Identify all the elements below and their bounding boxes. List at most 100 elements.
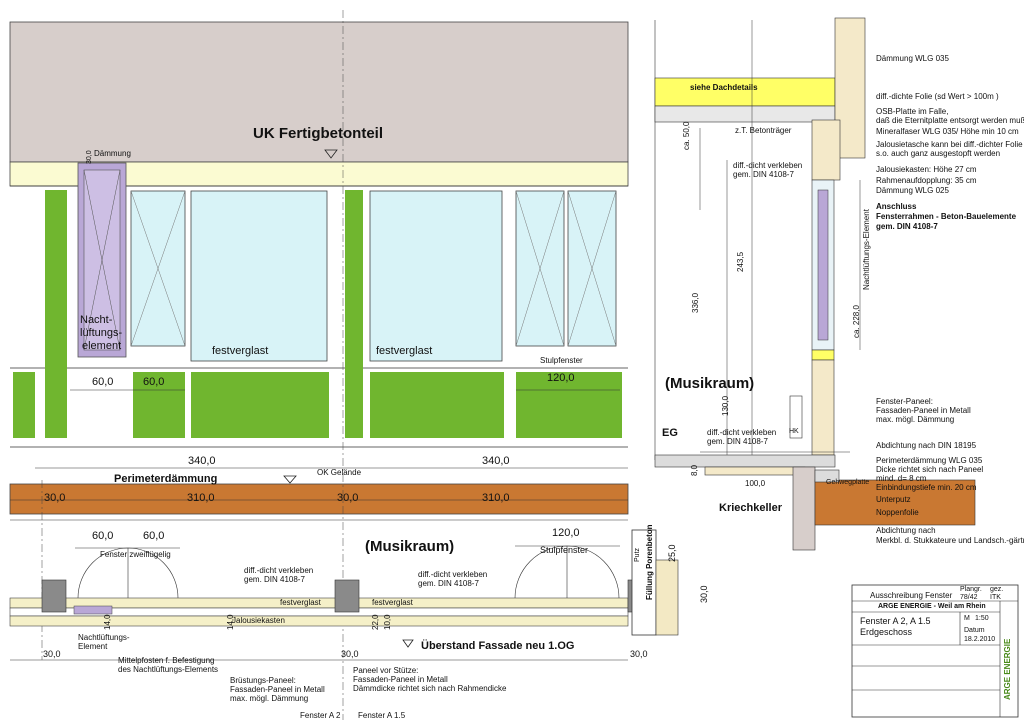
datum-label: Datum [964, 627, 985, 634]
dim-60-b: 60,0 [143, 376, 165, 388]
green-panel [370, 372, 504, 438]
plan-filling [631, 529, 657, 636]
bruestung-3: max. mögl. Dämmung [230, 694, 309, 703]
festverglast-label-2: festverglast [376, 345, 433, 357]
note-low-1: Fenster-Paneel: [876, 397, 933, 406]
plan-dim-120: 120,0 [552, 527, 580, 539]
nachtlueftung-label-2: lüftungs- [80, 327, 123, 339]
plan-dim-10: 10,0 [383, 614, 392, 630]
mittelpfosten-1: Mittelpfosten f. Befestigung [118, 656, 215, 665]
section-room-label: (Musikraum) [665, 375, 755, 392]
note-7: s.o. auch ganz ausgestopft werden [876, 149, 1001, 158]
paneel-stuetze-3: Dämmdicke richtet sich nach Rahmendicke [353, 684, 507, 693]
nachtlueftung-label-1: Nacht- [80, 314, 113, 326]
green-panel [516, 372, 622, 438]
mittelpfosten-2: des Nachtlüftungs-Elements [118, 665, 219, 674]
paneel-stuetze-1: Paneel vor Stütze: [353, 666, 419, 675]
section-dim-336: 336,0 [691, 292, 700, 313]
siehe-dach-label: siehe Dachdetails [690, 83, 758, 92]
section-dim-228: ca. 228,0 [852, 305, 861, 338]
note-low-9: Unterputz [876, 495, 911, 504]
sheet-title-1: Fenster A 2, A 1.5 [860, 616, 931, 626]
dim-30-vert: 30,0 [86, 150, 93, 164]
fenster-zweifluegelig-label: Fenster zweiflügelig [100, 550, 171, 559]
anschluss-1: Anschluss [876, 202, 917, 211]
green-panel [133, 372, 185, 438]
zt-betontraeger-label: z.T. Betonträger [735, 126, 792, 135]
kriechkeller-label: Kriechkeller [719, 502, 782, 514]
green-column [45, 190, 67, 438]
jalousiekasten-label: Jalousiekasten [232, 616, 285, 625]
section-dim-130: 130,0 [721, 395, 730, 416]
gehwegplatte-label: Gehwegplatte [826, 479, 870, 486]
elevation-view [9, 10, 629, 720]
dim-30-b: 30,0 [337, 492, 359, 504]
plan-wall-hatch [655, 559, 679, 636]
note-low-10: Noppenfolie [876, 508, 919, 517]
dim-340-b: 340,0 [482, 455, 510, 467]
plan-column [41, 579, 67, 613]
plan-dim-30-left: 30,0 [43, 649, 61, 659]
plan-dim-60-b: 60,0 [143, 530, 165, 542]
section-diff-b2: gem. DIN 4108-7 [707, 437, 768, 446]
window-pane-fixed-2 [369, 190, 503, 362]
roof-slab [654, 77, 836, 107]
panel-section [811, 359, 835, 456]
gez-value: ITK [990, 594, 1001, 601]
plan-diff-2b: gem. DIN 4108-7 [418, 579, 479, 588]
title-block [851, 584, 1019, 718]
paneel-stuetze-2: Fassaden-Paneel in Metall [353, 675, 448, 684]
section-dim-243: 243,5 [736, 251, 745, 272]
note-low-8: Einbindungstiefe min. 20 cm [876, 483, 977, 492]
note-6: Jalousietasche kann bei diff.-dichter Fo… [876, 140, 1023, 149]
ueberstand-label: Überstand Fassade neu 1.OG [421, 640, 575, 652]
nachtlueftung-section [817, 189, 829, 341]
nachtlueftung-plan-element [73, 605, 113, 615]
dim-120: 120,0 [547, 372, 575, 384]
massstab-value: 1:50 [975, 615, 989, 622]
note-1: Dämmung WLG 035 [876, 54, 949, 63]
section-dim-100: 100,0 [745, 479, 766, 488]
nachtl-elem-2: Element [78, 642, 108, 651]
level-marker [324, 149, 338, 159]
bruestung-2: Fassaden-Paneel in Metall [230, 685, 325, 694]
dim-60-a: 60,0 [92, 376, 114, 388]
section-diff-a1: diff.-dicht verkleben [733, 161, 803, 170]
plan-dim-14: 14,0 [103, 614, 112, 630]
hk-label: HK [789, 428, 799, 435]
daemmung-label: Dämmung [94, 149, 131, 158]
plan-dim-30-mid: 30,0 [341, 649, 359, 659]
perimeter-insulation-section [814, 479, 976, 526]
foundation-wall [792, 466, 816, 551]
note-5: Mineralfaser WLG 035/ Höhe min 10 cm [876, 127, 1019, 136]
plan-view [9, 519, 679, 661]
nachtl-elem-1: Nachtlüftungs- [78, 633, 130, 642]
bruestung-1: Brüstungs-Paneel: [230, 676, 296, 685]
note-low-7: mind. d= 8 cm [876, 474, 927, 483]
floor-slab [654, 454, 836, 468]
note-low-11: Abdichtung nach [876, 526, 936, 535]
nachtlueftung-label-3: element [82, 340, 122, 352]
note-8: Jalousiekasten: Höhe 27 cm [876, 165, 977, 174]
plan-dim-60-a: 60,0 [92, 530, 114, 542]
plan-dim-25: 25,0 [667, 544, 677, 562]
section-view [654, 17, 976, 551]
titleblock-side-text: ARGE ENERGIE [1003, 638, 1012, 700]
concrete-beam [9, 21, 629, 163]
note-low-2: Fassaden-Paneel in Metall [876, 406, 971, 415]
fenster-a2-label: Fenster A 2 [300, 711, 341, 720]
plan-diff-1a: diff.-dicht verkleben [244, 566, 314, 575]
section-dim-8: 8,0 [690, 464, 699, 476]
fenster-a15-label: Fenster A 1.5 [358, 711, 406, 720]
plan-dim-22: 22,0 [371, 614, 380, 630]
plan-diff-1b: gem. DIN 4108-7 [244, 575, 305, 584]
eg-label: EG [662, 427, 678, 439]
green-panel [13, 372, 35, 438]
note-4: daß die Eternitplatte entsorgt werden mu… [876, 116, 1024, 125]
note-9: Rahmenaufdopplung: 35 cm [876, 176, 977, 185]
plangr-value: 78/42 [960, 594, 978, 601]
anschluss-2: Fensterrahmen - Beton-Bauelemente [876, 212, 1017, 221]
perimeter-label: Perimeterdämmung [114, 473, 218, 485]
note-2: diff.-dichte Folie (sd Wert > 100m ) [876, 92, 999, 101]
